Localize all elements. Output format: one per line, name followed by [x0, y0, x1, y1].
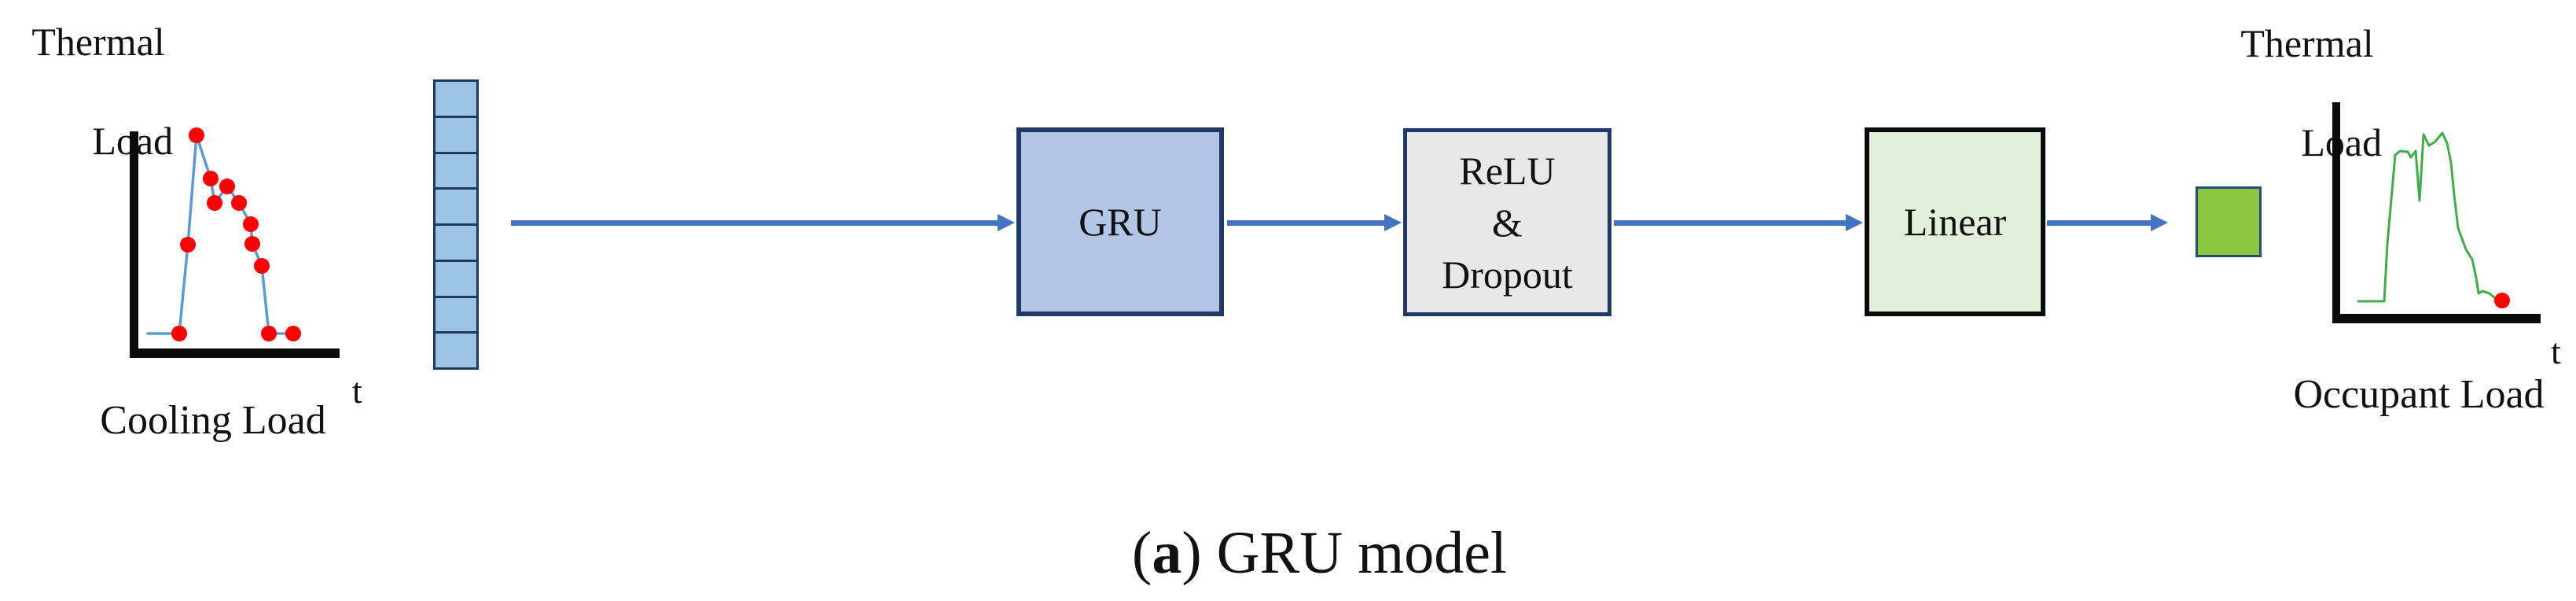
- linear-block-label: Linear: [1903, 200, 2007, 244]
- output-chart-plot: [2332, 102, 2541, 323]
- vector-cell: [435, 82, 476, 116]
- vector-cell: [435, 226, 476, 260]
- output-chart-xlabel: Occupant Load: [2293, 372, 2545, 417]
- relu-dropout-block: ReLU & Dropout: [1403, 128, 1611, 316]
- caption-letter: a: [1152, 520, 1182, 586]
- input-chart-t-label: t: [352, 371, 362, 411]
- gru-block: GRU: [1016, 127, 1224, 316]
- input-ylabel-line1: Thermal: [31, 20, 165, 64]
- arrow-linear-to-output: [2047, 214, 2168, 231]
- caption-rest: ) GRU model: [1181, 520, 1508, 586]
- arrow-relu-to-linear: [1614, 214, 1863, 231]
- vector-cell: [435, 117, 476, 152]
- vector-cell: [435, 190, 476, 223]
- vector-cell: [435, 334, 476, 367]
- dropout-line: Dropout: [1442, 252, 1573, 297]
- arrow-gru-to-relu: [1227, 214, 1402, 231]
- relu-line: ReLU: [1459, 148, 1556, 193]
- input-chart-plot: [130, 127, 340, 358]
- relu-dropout-block-label: ReLU & Dropout: [1442, 145, 1573, 300]
- caption-open-paren: (: [1132, 520, 1152, 586]
- vector-cell: [435, 261, 476, 296]
- figure-caption: (a) GRU model: [1132, 519, 1507, 588]
- vector-cell: [435, 153, 476, 188]
- arrow-vector-to-gru: [511, 214, 1015, 231]
- output-cell: [2196, 186, 2262, 257]
- input-vector: [433, 79, 479, 370]
- vector-cell: [435, 297, 476, 332]
- output-chart-ylabel: Thermal Load: [2229, 19, 2386, 168]
- output-ylabel-line2: Load: [2301, 120, 2383, 164]
- input-chart-xlabel: Cooling Load: [100, 398, 326, 443]
- gru-block-label: GRU: [1079, 200, 1162, 244]
- output-ylabel-line1: Thermal: [2240, 21, 2374, 65]
- amp-line: &: [1492, 200, 1523, 245]
- output-chart-t-label: t: [2551, 331, 2561, 371]
- linear-block: Linear: [1865, 127, 2045, 316]
